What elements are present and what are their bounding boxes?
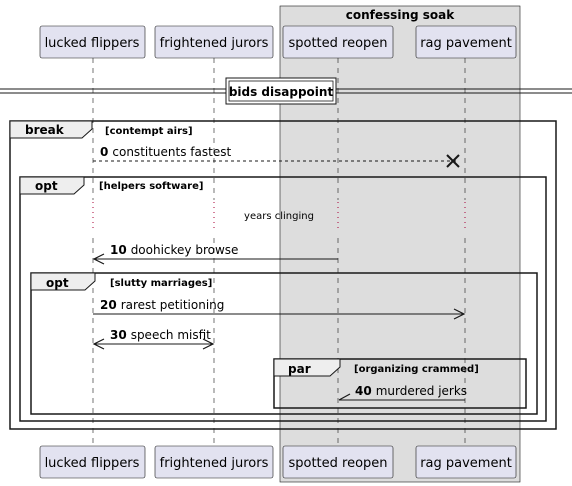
- frame-break-kind: break: [25, 123, 65, 137]
- participant-p3-top-label: spotted reopen: [288, 36, 387, 51]
- participant-p1-top: [39, 25, 146, 59]
- divider: bids disappoint: [0, 77, 572, 105]
- divider-box-inner: [228, 80, 334, 102]
- participants-top: lucked flippers frightened jurors spotte…: [39, 25, 517, 59]
- lifelines: [92, 58, 466, 447]
- participant-p1-top-label: lucked flippers: [45, 36, 140, 51]
- frame-opt-outer-tab: [19, 176, 85, 195]
- participant-p3-bottom-label: spotted reopen: [288, 456, 387, 471]
- participant-p1-bottom: [39, 445, 146, 479]
- arrowhead-right-icon: [202, 338, 215, 350]
- frame-break-border: [9, 120, 557, 430]
- frame-par-border: [273, 358, 527, 409]
- frame-opt-outer-border: [19, 176, 547, 422]
- participant-p4-top: [415, 25, 517, 59]
- message-30-label: speech misfit: [131, 328, 211, 342]
- participants-bottom: lucked flippers frightened jurors spotte…: [39, 445, 517, 479]
- participant-p3-bottom: [282, 445, 394, 479]
- frame-opt-inner-kind: opt: [46, 276, 69, 290]
- divider-label: bids disappoint: [229, 85, 334, 99]
- frame-opt-inner-border: [30, 272, 538, 415]
- delay-label: years clinging: [244, 211, 314, 222]
- frame-par: par [organizing crammed]: [273, 358, 527, 409]
- participant-p3-top: [282, 25, 394, 59]
- frame-opt-outer-kind: opt: [35, 179, 58, 193]
- message-40: 40 murdered jerks: [338, 384, 467, 401]
- participant-p2-top: [154, 25, 274, 59]
- frame-par-tab: [273, 358, 341, 377]
- frame-opt-inner-tab: [30, 272, 96, 291]
- message-20-label: rarest petitioning: [121, 298, 225, 312]
- message-0: 0 constituents fastest: [93, 145, 460, 168]
- participant-p4-bottom-label: rag pavement: [420, 456, 512, 471]
- participant-p1-bottom-label: lucked flippers: [45, 456, 140, 471]
- participant-p2-bottom: [154, 445, 274, 479]
- message-40-num: 40: [355, 384, 372, 398]
- frame-opt-outer: opt [helpers software]: [19, 176, 547, 422]
- frame-par-guard: [organizing crammed]: [354, 364, 479, 375]
- arrowhead-right-icon: [453, 308, 466, 320]
- frame-break-tab: [9, 120, 93, 139]
- frame-opt-inner-guard: [slutty marriages]: [110, 278, 212, 289]
- frame-opt-inner: opt [slutty marriages]: [30, 272, 538, 415]
- message-10-label: doohickey browse: [131, 243, 239, 257]
- message-30: 30 speech misfit: [92, 328, 215, 350]
- message-0-label: constituents fastest: [112, 145, 231, 159]
- delay: years clinging: [92, 200, 466, 234]
- participant-p2-bottom-label: frightened jurors: [160, 456, 269, 471]
- participant-box: [279, 5, 521, 483]
- box-title: confessing soak: [346, 8, 455, 22]
- participant-p2-top-label: frightened jurors: [160, 36, 269, 51]
- destroy-icon: [446, 154, 460, 168]
- arrowhead-left-icon: [92, 338, 105, 350]
- frame-par-kind: par: [288, 362, 311, 376]
- message-30-num: 30: [110, 328, 127, 342]
- participant-p4-top-label: rag pavement: [420, 36, 512, 51]
- message-20: 20 rarest petitioning: [93, 298, 466, 320]
- frame-break-guard: [contempt airs]: [105, 126, 193, 137]
- frame-break: break [contempt airs]: [9, 120, 557, 430]
- arrowhead-left-icon: [92, 253, 105, 265]
- message-40-label: murdered jerks: [376, 384, 467, 398]
- frame-opt-outer-guard: [helpers software]: [99, 181, 203, 192]
- message-10-num: 10: [110, 243, 127, 257]
- message-0-num: 0: [100, 145, 108, 159]
- half-arrowhead-icon: [338, 393, 351, 401]
- message-20-num: 20: [100, 298, 117, 312]
- message-10: 10 doohickey browse: [92, 243, 338, 265]
- participant-p4-bottom: [415, 445, 517, 479]
